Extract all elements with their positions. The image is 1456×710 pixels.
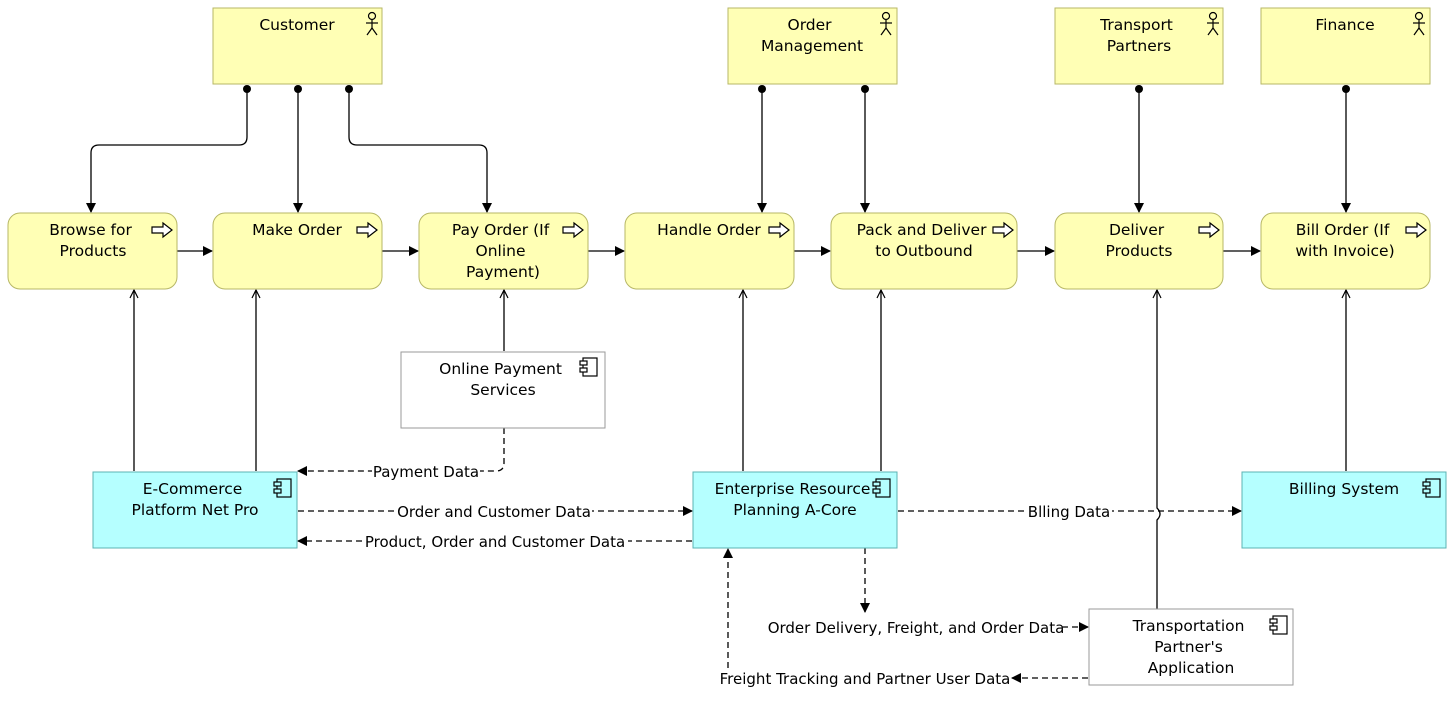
app-erp-label-2: Planning A-Core <box>733 501 856 519</box>
svg-text:Customer: Customer <box>259 16 335 34</box>
app-erp-label-1: Enterprise Resource <box>715 480 871 498</box>
component-icon <box>872 478 891 498</box>
flow-label-order-delivery-freight: Order Delivery, Freight, and Order Data <box>768 619 1065 637</box>
app-online-payment[interactable]: Online Payment Services <box>400 351 606 429</box>
process-arrow-icon <box>1198 221 1220 239</box>
actor-icon <box>1207 11 1219 36</box>
svg-text:Bill Order (If with Invo: Bill Order (If with Invoice) <box>1295 221 1394 260</box>
app-transport-label-3: Application <box>1148 659 1235 677</box>
app-transport-label-1: Transportation <box>1132 617 1245 635</box>
process-bill-order-label-2: with Invoice) <box>1295 242 1394 260</box>
process-browse[interactable]: Browse for Products <box>7 212 178 290</box>
process-pay-order-label-3: Payment) <box>466 263 540 281</box>
process-arrow-icon <box>356 221 378 239</box>
app-online-payment-label-1: Online Payment <box>439 360 562 378</box>
app-online-payment-label-2: Services <box>470 381 535 399</box>
process-handle-order-label: Handle Order <box>657 221 761 239</box>
svg-text:Billing System: Billing System <box>1289 480 1399 498</box>
process-bill-order-label-1: Bill Order (If <box>1296 221 1390 239</box>
process-arrow-icon <box>1405 221 1427 239</box>
process-pay-order-label-1: Pay Order (If <box>452 221 550 239</box>
actor-icon <box>880 11 892 36</box>
svg-text:Finance: Finance <box>1315 16 1374 34</box>
svg-text:Browse for Products: Browse for Products <box>49 221 137 260</box>
process-arrow-icon <box>768 221 790 239</box>
svg-text:Handle Order: Handle Order <box>657 221 761 239</box>
flow-payment-data <box>297 428 505 476</box>
process-deliver-products-label-1: Deliver <box>1109 221 1165 239</box>
edges <box>86 85 1351 683</box>
actor-transport-partners-label-2: Partners <box>1107 37 1171 55</box>
process-pack-deliver-label-1: Pack and Deliver <box>857 221 987 239</box>
svg-text:E-Commerce Platform Net: E-Commerce Platform Net Pro <box>131 480 258 519</box>
svg-text:Make Order: Make Order <box>252 221 342 239</box>
actor-order-management-label-1: Order <box>788 16 833 34</box>
actor-customer[interactable]: Customer <box>212 7 383 85</box>
actor-customer-label: Customer <box>259 16 335 34</box>
component-icon <box>1422 478 1441 498</box>
svg-text:Pack and Deliver to Outb: Pack and Deliver to Outbound <box>857 221 992 260</box>
process-pay-order[interactable]: Pay Order (If Online Payment) <box>418 212 589 290</box>
flow-label-billing-data: Blling Data <box>1028 503 1110 521</box>
flow-label-product-order-customer-data: Product, Order and Customer Data <box>365 533 625 551</box>
component-icon <box>273 478 292 498</box>
svg-text:Transport Partners: Transport Partners <box>1099 16 1178 55</box>
actor-transport-partners-label-1: Transport <box>1099 16 1173 34</box>
svg-text:Order Management: Order Management <box>761 16 863 55</box>
actor-finance[interactable]: Finance <box>1260 7 1431 85</box>
flow-label-payment-data: Payment Data <box>373 463 479 481</box>
actor-icon <box>1413 11 1425 36</box>
app-billing-label: Billing System <box>1289 480 1399 498</box>
process-arrow-icon <box>992 221 1014 239</box>
component-icon <box>1269 615 1288 635</box>
process-pack-deliver-label-2: to Outbound <box>875 242 972 260</box>
process-pack-deliver[interactable]: Pack and Deliver to Outbound <box>830 212 1018 290</box>
process-pay-order-label-2: Online <box>476 242 526 260</box>
app-erp[interactable]: Enterprise Resource Planning A-Core <box>692 471 898 549</box>
flow-labels: Payment Data Order and Customer Data Pro… <box>362 461 1112 688</box>
app-transport-label-2: Partner's <box>1154 638 1223 656</box>
process-browse-label-1: Browse for <box>49 221 132 239</box>
flow-label-order-customer-data: Order and Customer Data <box>397 503 591 521</box>
process-arrow-icon <box>562 221 584 239</box>
app-ecommerce[interactable]: E-Commerce Platform Net Pro <box>92 471 298 549</box>
process-deliver-products[interactable]: Deliver Products <box>1054 212 1224 290</box>
edge-transport-app-deliver <box>1157 290 1160 609</box>
process-handle-order[interactable]: Handle Order <box>624 212 795 290</box>
process-make-order[interactable]: Make Order <box>212 212 383 290</box>
svg-text:Enterprise Resource Plan: Enterprise Resource Planning A-Core <box>715 480 876 519</box>
svg-text:Deliver Products: Deliver Products <box>1106 221 1173 260</box>
app-ecommerce-label-1: E-Commerce <box>143 480 243 498</box>
flow-label-freight-tracking: Freight Tracking and Partner User Data <box>720 670 1011 688</box>
actor-order-management[interactable]: Order Management <box>727 7 898 85</box>
svg-text:Pay Order (If Online: Pay Order (If Online Payment) <box>452 221 554 281</box>
app-ecommerce-label-2: Platform Net Pro <box>131 501 258 519</box>
process-arrow-icon <box>151 221 173 239</box>
svg-text:Transportation Partner's: Transportation Partner's Application <box>1132 617 1250 677</box>
actor-finance-label: Finance <box>1315 16 1374 34</box>
actor-icon <box>366 11 378 36</box>
app-transport[interactable]: Transportation Partner's Application <box>1088 608 1294 686</box>
edge-customer-browse <box>86 85 251 213</box>
actor-order-management-label-2: Management <box>761 37 863 55</box>
edge-customer-pay-order <box>345 85 492 213</box>
process-make-order-label: Make Order <box>252 221 342 239</box>
process-deliver-products-label-2: Products <box>1106 242 1173 260</box>
component-icon <box>579 357 598 377</box>
app-billing[interactable]: Billing System <box>1241 471 1447 549</box>
process-browse-label-2: Products <box>60 242 127 260</box>
actor-transport-partners[interactable]: Transport Partners <box>1054 7 1224 85</box>
svg-text:Online Payment Services: Online Payment Services <box>439 360 567 399</box>
process-bill-order[interactable]: Bill Order (If with Invoice) <box>1260 212 1431 290</box>
